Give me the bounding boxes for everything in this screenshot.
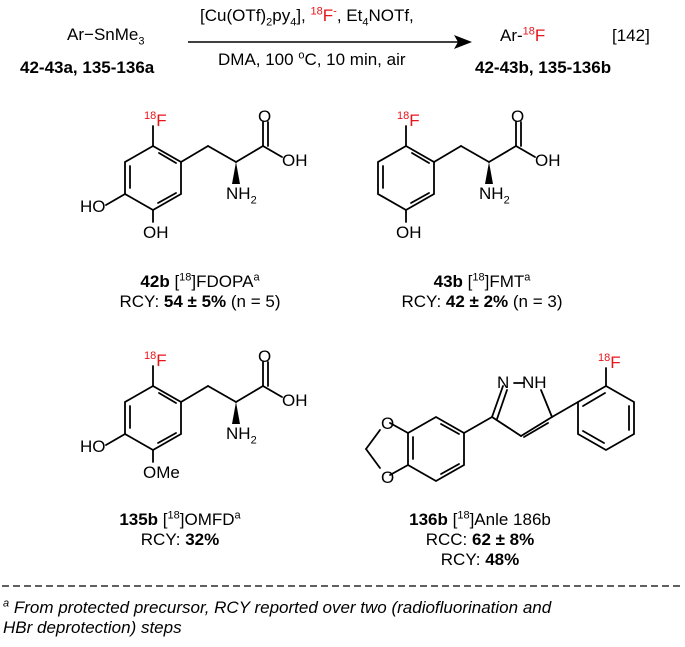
reactant-stannane: SnMe [93, 25, 139, 44]
product-formula: Ar-18F [500, 25, 546, 45]
caption-42b: 42b [18]FDOPAa RCY: 54 ± 5% (n = 5) [119, 271, 281, 311]
nh2-43b: NH2 [479, 184, 510, 207]
caption-136b: 136b [18]Anle 186b RCC: 62 ± 8% RCY: 48% [409, 509, 551, 569]
fluoride-ion: 18F- [310, 5, 337, 25]
atom-f-42b: 18F [144, 110, 167, 130]
reference: [142] [612, 26, 650, 45]
nh2-135b: NH2 [226, 424, 257, 447]
atom-oh-42b: OH [282, 151, 308, 170]
product-fluorine: 18F [522, 25, 546, 45]
reactant-label: 42-43a, 135-136a [20, 58, 155, 77]
caption-43b: 43b [18]FMTa RCY: 42 ± 2% (n = 3) [401, 271, 563, 311]
atom-oh-43b: OH [535, 151, 561, 170]
atom-oh2-42b: OH [143, 223, 169, 242]
structure-135b: 18F O OH HO OMe [80, 347, 308, 482]
atom-oh2-43b: OH [396, 223, 422, 242]
atom-o1-136b: O [381, 414, 394, 433]
nh2-42b: NH2 [226, 184, 257, 207]
atom-ome-135b: OMe [143, 463, 180, 482]
reactant-ar: Ar [67, 25, 84, 44]
reactant-bond: − [84, 25, 94, 44]
atom-o-43b: O [511, 107, 524, 126]
structure-43b: 18F O OH OH [377, 107, 561, 242]
atom-n-136b: N [497, 373, 509, 392]
structure-136b: O O N NH 18F [365, 352, 635, 487]
atom-ho-135b: HO [80, 437, 106, 456]
structure-42b: 18F O OH HO OH [80, 107, 308, 242]
atom-o-135b: O [258, 347, 271, 366]
conditions-bottom: DMA, 100 oC, 10 min, air [218, 49, 406, 69]
atom-ho-42b: HO [80, 197, 106, 216]
reactant-formula: Ar−SnMe3 [67, 25, 145, 48]
product-label: 42-43b, 135-136b [475, 58, 612, 77]
conditions-top: [Cu(OTf)2py4], 18F-, Et4NOTf, [200, 5, 414, 29]
atom-o-42b: O [258, 107, 271, 126]
atom-f-136b: 18F [598, 352, 621, 372]
atom-o2-136b: O [381, 468, 394, 487]
atom-oh-135b: OH [282, 391, 308, 410]
atom-f-43b: 18F [397, 110, 420, 130]
atom-nh-136b: NH [522, 373, 547, 392]
reaction-arrow-head [454, 35, 472, 49]
footnote: a From protected precursor, RCY reported… [3, 597, 552, 637]
atom-f-135b: 18F [144, 350, 167, 370]
caption-135b: 135b [18]OMFDa RCY: 32% [119, 509, 241, 549]
